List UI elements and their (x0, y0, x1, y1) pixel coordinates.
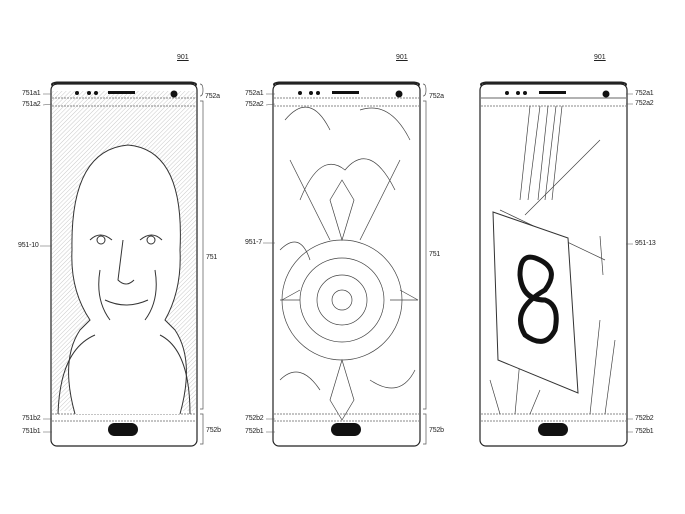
label: 751a2 (22, 101, 41, 108)
label: 752a (205, 93, 220, 100)
label: 752a1 (245, 90, 264, 97)
label: 752a (429, 93, 444, 100)
label: 752b (206, 427, 221, 434)
label: 951-7 (245, 239, 262, 246)
phone-face (50, 81, 204, 447)
label: 752b1 (245, 428, 264, 435)
figure-number: 901 (396, 54, 408, 61)
phone-flower (272, 81, 427, 447)
label: 752a2 (245, 101, 264, 108)
figure-number: 901 (594, 54, 606, 61)
label: 751 (429, 251, 441, 258)
label: 751a1 (22, 90, 41, 97)
label: 751 (206, 254, 218, 261)
label: 752b2 (245, 415, 264, 422)
label: 752a2 (635, 100, 654, 107)
label: 751b1 (22, 428, 41, 435)
label: 751b2 (22, 415, 41, 422)
label: 951-13 (635, 240, 656, 247)
leader-lines (40, 93, 633, 433)
label: 752b (429, 427, 444, 434)
figure-number: 901 (177, 54, 189, 61)
label: 752b2 (635, 415, 654, 422)
label: 951-10 (18, 242, 39, 249)
label: 752b1 (635, 428, 654, 435)
phone-flag (479, 81, 628, 447)
label: 752a1 (635, 90, 654, 97)
